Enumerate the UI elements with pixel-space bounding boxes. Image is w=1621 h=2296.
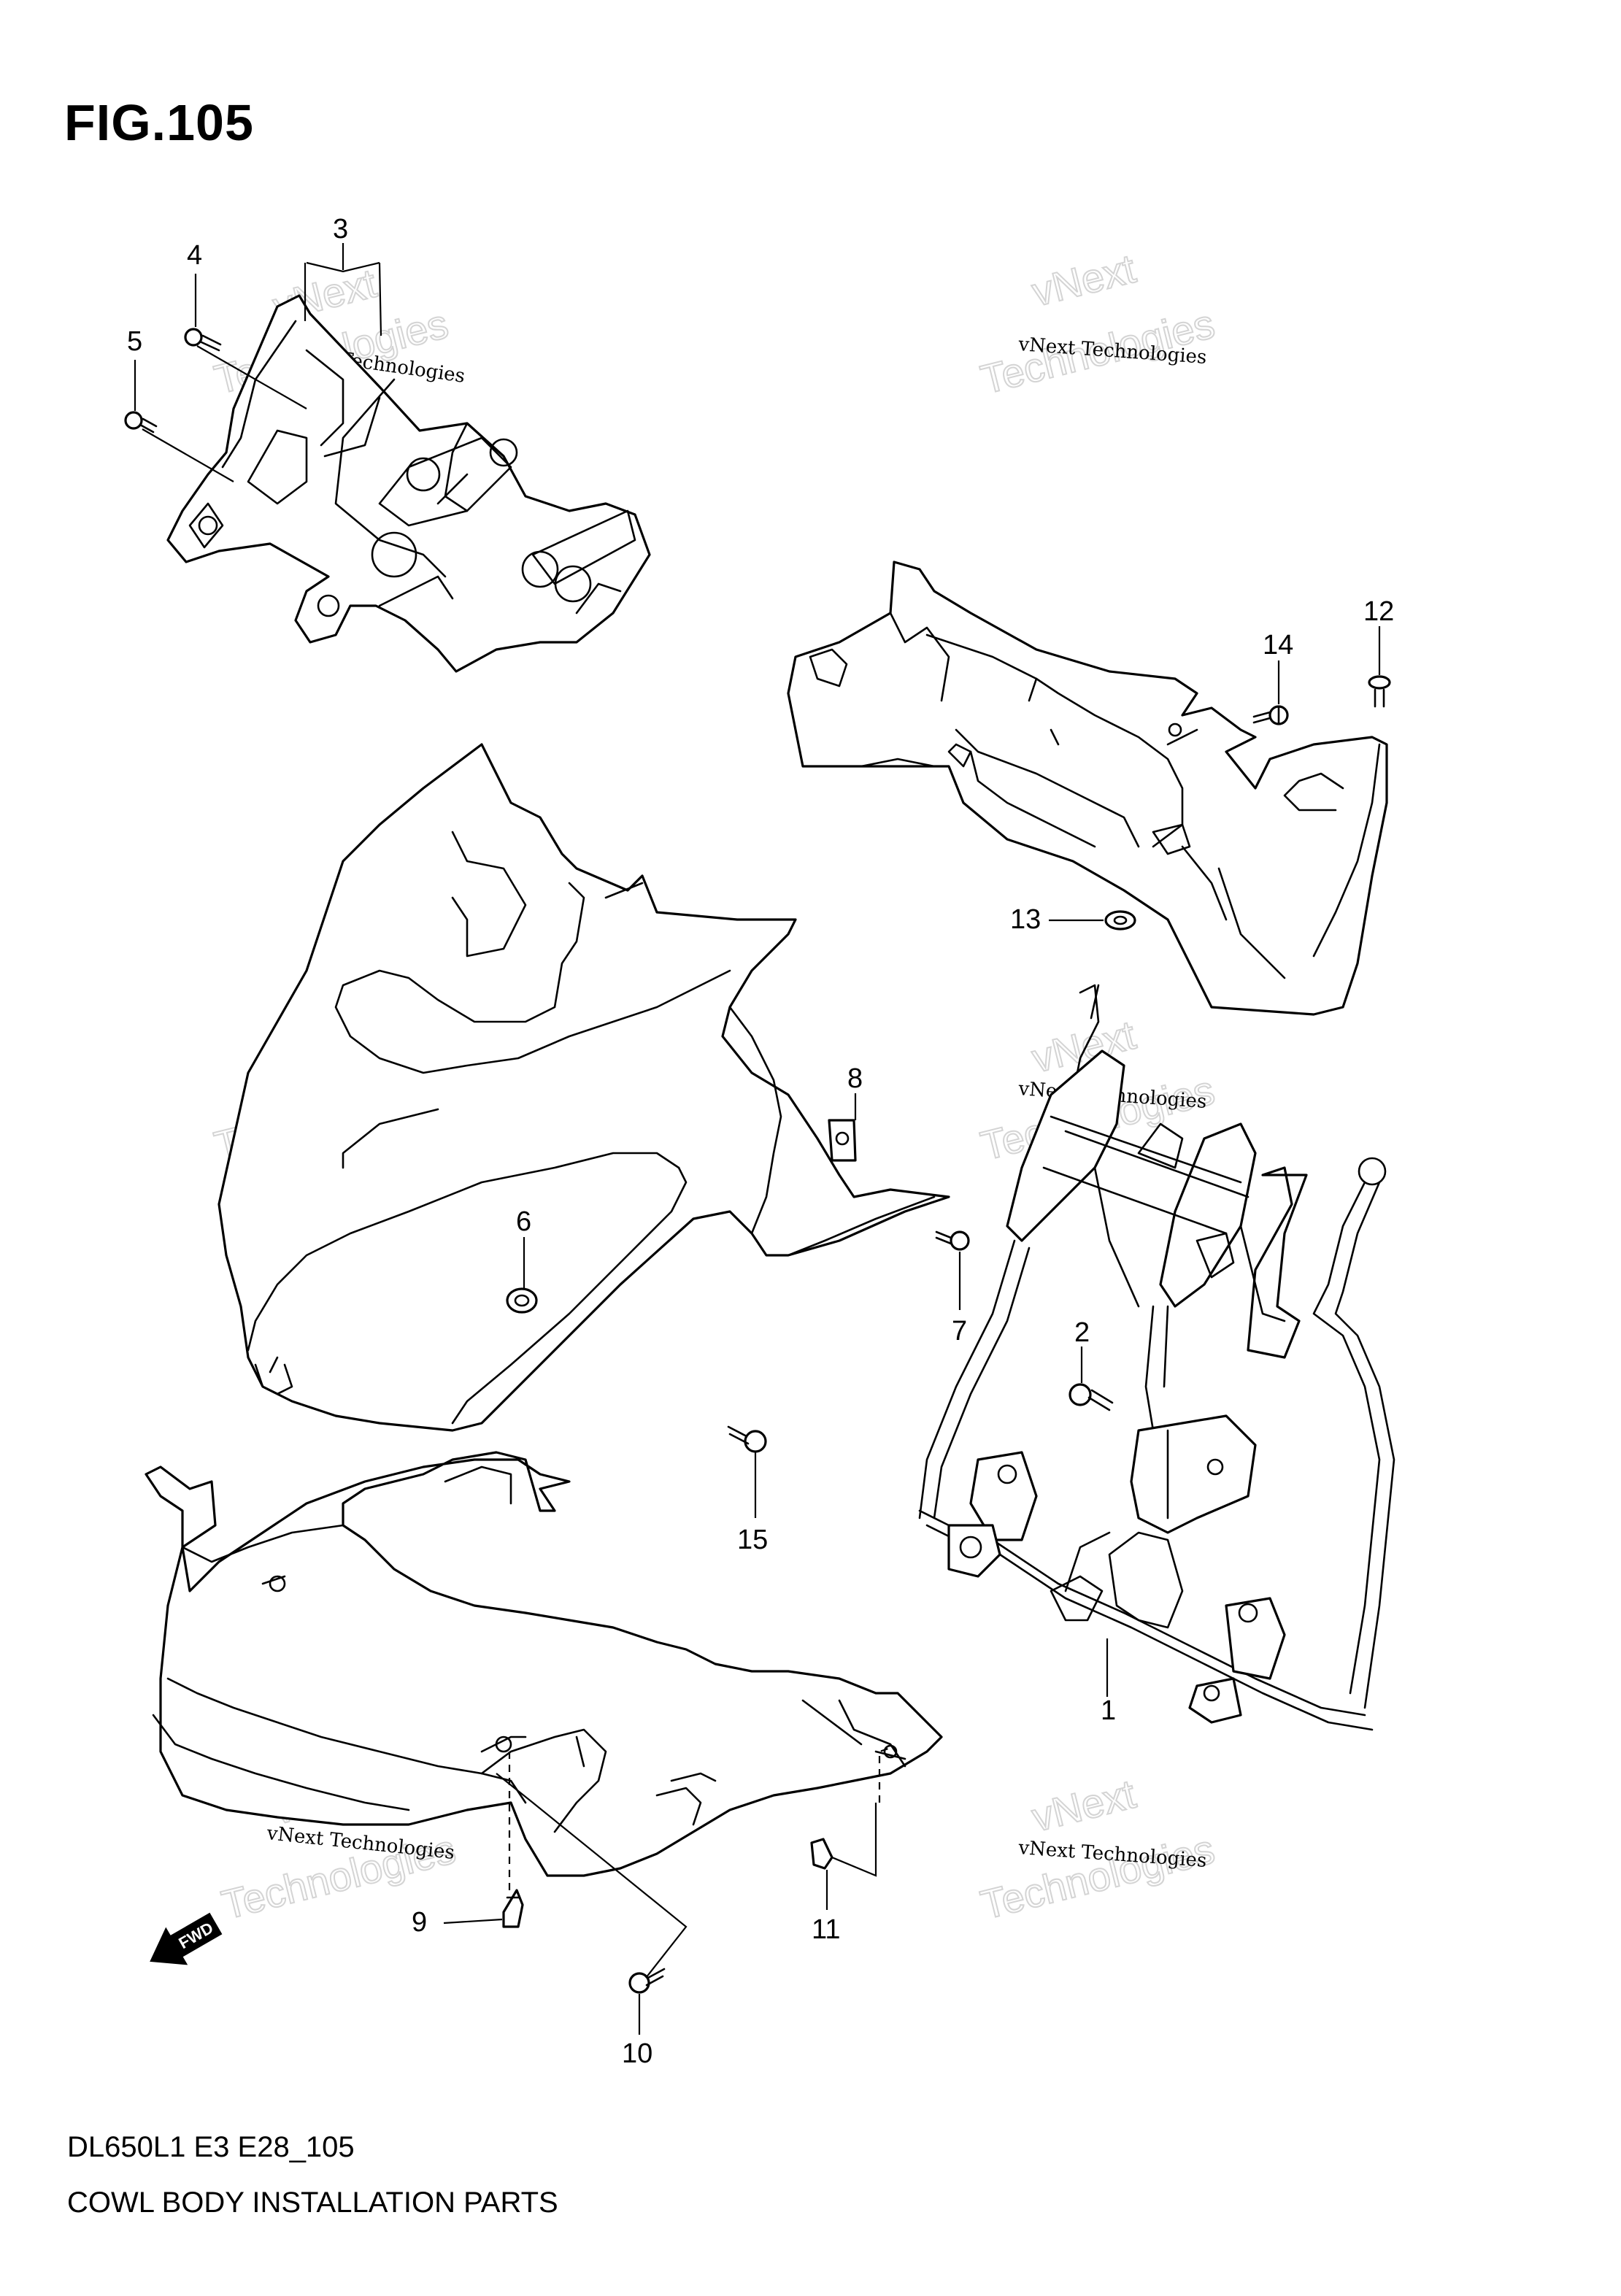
callout-9: 9	[412, 1907, 427, 1938]
fwd-arrow-shape	[150, 1912, 223, 1965]
screw-14	[1252, 705, 1289, 725]
inner-side-panel	[787, 560, 1388, 1016]
nut-13	[1104, 910, 1136, 931]
rivet-11	[810, 1838, 833, 1870]
figure-title: FIG.105	[64, 94, 254, 151]
callout-15: 15	[737, 1525, 768, 1555]
watermark-big-line1: vNext	[1028, 1771, 1141, 1841]
callout-2: 2	[1074, 1317, 1090, 1348]
screw-7	[935, 1230, 970, 1251]
bolt-2	[1069, 1383, 1114, 1411]
callout-5: 5	[127, 326, 142, 357]
watermark-big-line1: vNext	[1028, 245, 1141, 315]
callout-4: 4	[187, 240, 202, 271]
callout-11: 11	[812, 1914, 840, 1945]
callout-10: 10	[622, 2038, 652, 2069]
callout-14: 14	[1263, 630, 1293, 660]
callout-8: 8	[847, 1063, 863, 1094]
callout-6: 6	[516, 1206, 531, 1237]
upper-cowl-fairing	[217, 743, 950, 1432]
callout-12: 12	[1363, 596, 1394, 627]
screw-12	[1368, 675, 1391, 708]
clip-8	[828, 1119, 857, 1162]
fwd-direction-arrow: FWD	[150, 1912, 223, 1965]
rivet-9	[502, 1889, 524, 1928]
diagram-code: DL650L1 E3 E28_105	[67, 2131, 355, 2163]
part-3-upper-bracket	[166, 294, 651, 673]
watermark-bottom-right: vNext Technologies vNext Technologies	[976, 1770, 1220, 1929]
lower-cowl	[145, 1451, 943, 1877]
callout-labels: 1 2 3 4 5 6 7 8 9 10 11 12 13 14 15	[127, 214, 1394, 2069]
callout-13: 13	[1010, 904, 1041, 935]
screw-10	[628, 1968, 666, 1994]
small-hardware	[124, 328, 1391, 1994]
nut-6	[506, 1287, 538, 1314]
callout-7: 7	[952, 1316, 967, 1347]
bolt-5	[124, 411, 158, 434]
watermark-top-right: vNext Technologies vNext Technologies	[976, 244, 1220, 404]
callout-3: 3	[333, 214, 348, 244]
leader-lines	[134, 243, 1381, 2035]
watermark-big-line2: Technologies	[977, 1825, 1219, 1927]
bolt-15	[727, 1425, 767, 1453]
diagram-caption: COWL BODY INSTALLATION PARTS	[67, 2187, 558, 2219]
part-1-cowl-stay-frame	[918, 984, 1395, 1731]
callout-1: 1	[1101, 1695, 1116, 1726]
bolt-4	[184, 328, 222, 352]
